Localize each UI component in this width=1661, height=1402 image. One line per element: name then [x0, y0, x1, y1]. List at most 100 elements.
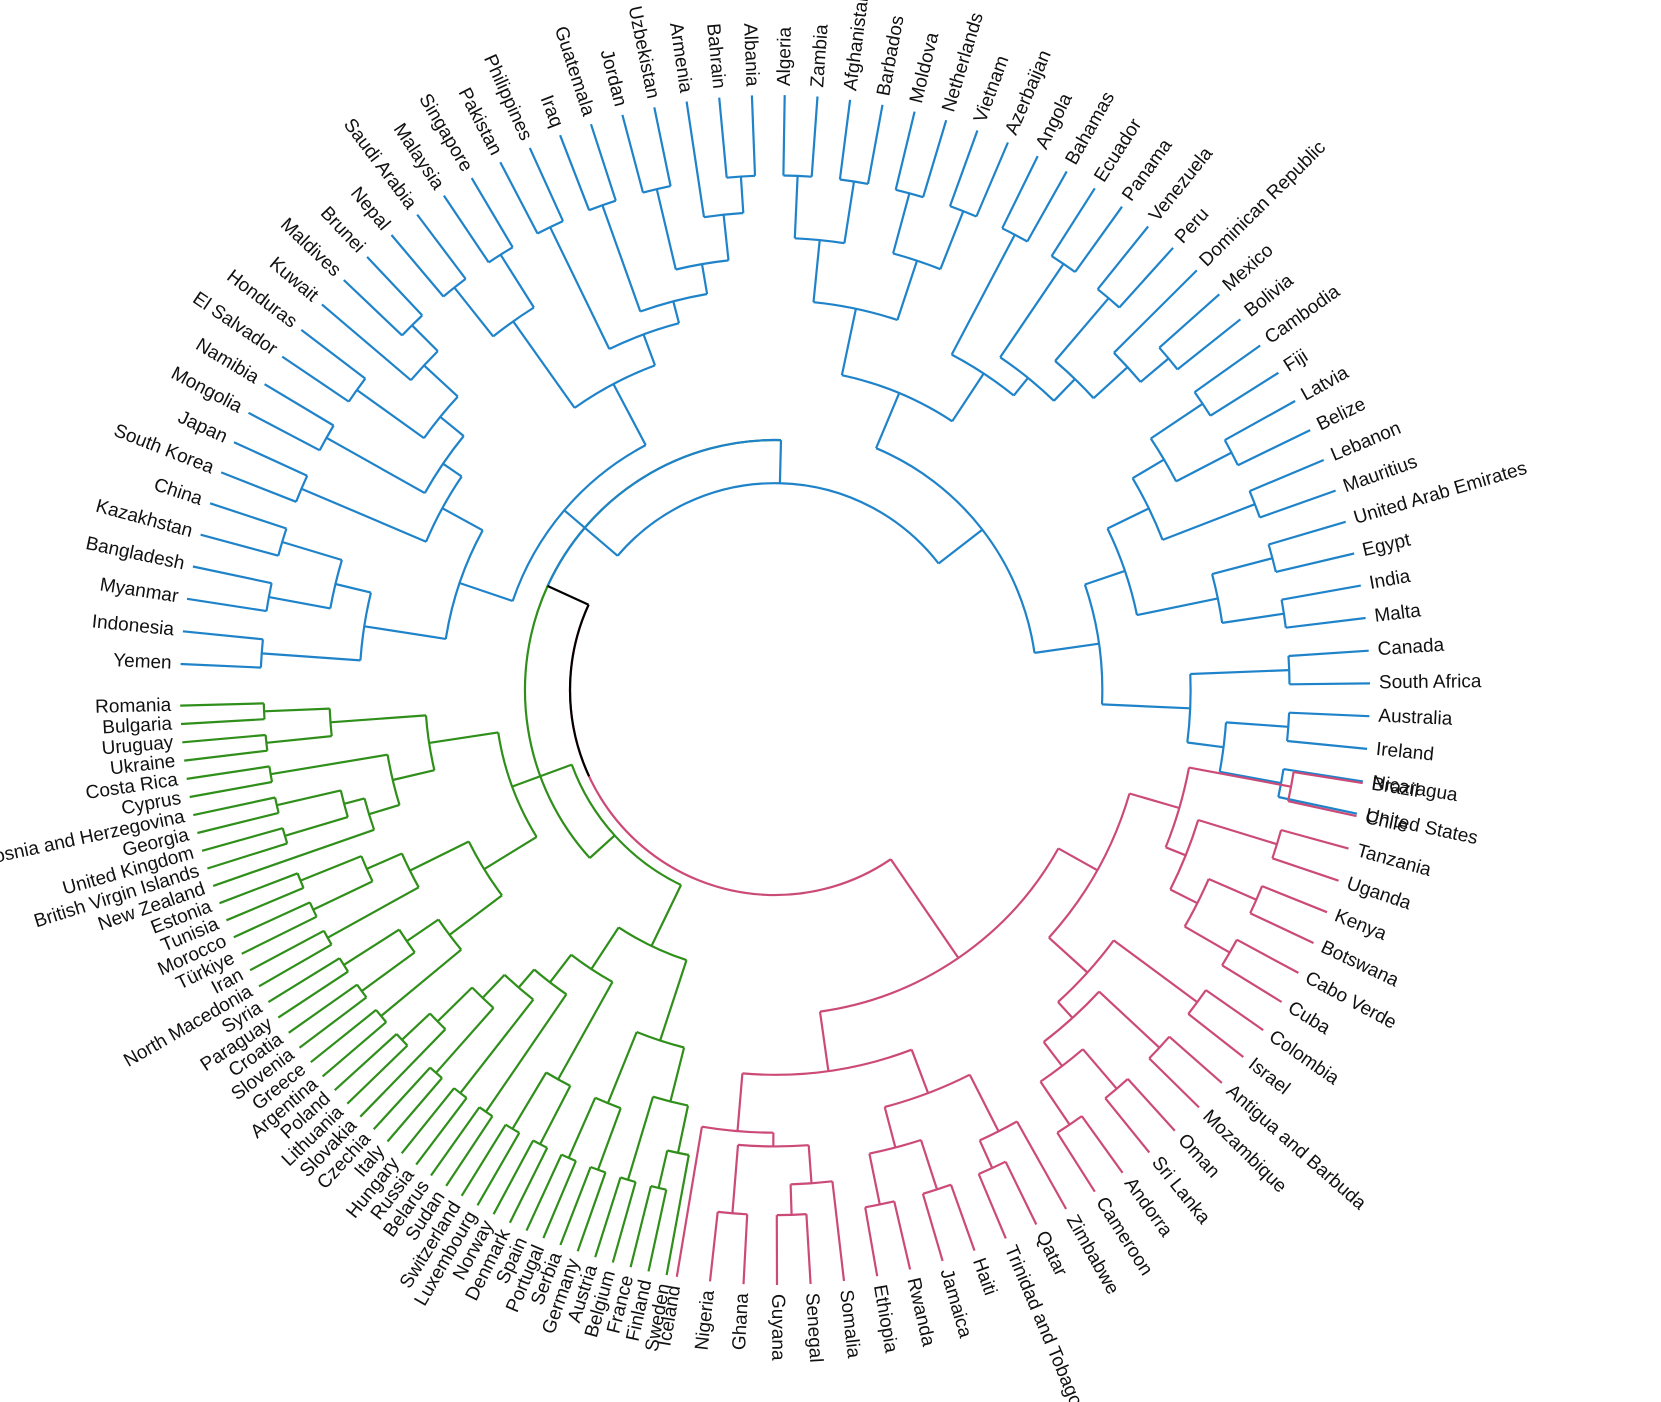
leaf-label: Algeria: [774, 26, 796, 86]
branch-segment: [401, 1012, 431, 1041]
branch-segment: [1113, 269, 1198, 354]
branch-segment: [612, 383, 647, 446]
branch-segment: [481, 974, 506, 999]
branch-segment: [567, 1097, 597, 1159]
branch-arc: [1211, 573, 1224, 624]
branch-segment: [1074, 206, 1123, 273]
branch-segment: [207, 842, 288, 870]
branch-segment: [977, 1173, 1007, 1239]
branch-segment: [1225, 721, 1289, 728]
branch-segment: [416, 213, 467, 280]
leaf-label: Bahrain: [702, 22, 729, 89]
branch-arc: [895, 188, 924, 199]
branch-segment: [1188, 766, 1292, 788]
branch-segment: [219, 872, 298, 905]
branch-arc: [737, 1143, 809, 1148]
branch-segment: [321, 1021, 387, 1078]
branch-segment: [650, 884, 682, 947]
branch-segment: [1286, 739, 1368, 750]
branch-segment: [428, 731, 499, 744]
branch-segment: [364, 625, 446, 640]
branch-segment: [1222, 612, 1285, 624]
branch-segment: [559, 1166, 592, 1246]
leaf-label: Egypt: [1360, 529, 1413, 561]
branch-segment: [896, 260, 919, 321]
branch-segment: [1208, 877, 1257, 901]
branch-segment: [647, 1189, 668, 1272]
branch-segment: [346, 1044, 409, 1105]
branch-segment: [406, 918, 440, 943]
branch-arc: [570, 764, 682, 886]
branch-segment: [1280, 828, 1349, 850]
leaf-label: Nigeria: [692, 1289, 719, 1352]
branch-segment: [233, 901, 311, 939]
branch-segment: [1080, 1115, 1124, 1174]
branch-segment: [423, 364, 459, 398]
leaf-label: Bulgaria: [102, 714, 173, 739]
branch-segment: [1039, 1080, 1071, 1126]
branch-segment: [1139, 357, 1170, 383]
branch-segment: [436, 986, 473, 1023]
branch-segment: [1190, 669, 1290, 676]
branch-segment: [281, 355, 350, 403]
branch-segment: [1281, 584, 1361, 601]
branch-arc: [265, 582, 273, 612]
branch-arc: [488, 246, 514, 264]
branch-arc: [703, 211, 744, 219]
branch-segment: [453, 286, 495, 338]
branch-segment: [442, 194, 490, 264]
branch-arc: [410, 350, 439, 381]
leaf-label: Tanzania: [1354, 840, 1433, 881]
branch-segment: [1113, 939, 1198, 1003]
branch-segment: [400, 1087, 455, 1154]
branch-segment: [366, 852, 403, 870]
branch-segment: [665, 1154, 690, 1276]
branch-segment: [1275, 552, 1355, 573]
branch-segment: [549, 226, 611, 350]
branch-segment: [1057, 1001, 1074, 1019]
branch-segment: [441, 507, 484, 532]
leaf-label: Afghanistan: [840, 0, 873, 92]
branch-segment: [868, 1153, 881, 1205]
branch-segment: [201, 827, 283, 852]
branch-segment: [1221, 964, 1283, 1003]
branch-segment: [298, 996, 368, 1049]
branch-segment: [549, 954, 573, 983]
leaf-label: Ireland: [1375, 739, 1435, 766]
branch-segment: [778, 440, 783, 484]
branch-segment: [1237, 429, 1311, 467]
leaf-label: Myanmar: [98, 574, 180, 607]
branch-segment: [270, 753, 388, 776]
branch-segment: [281, 540, 343, 562]
branch-arc: [523, 438, 782, 859]
leaf-label: Kenya: [1332, 905, 1390, 945]
branch-segment: [1107, 507, 1150, 530]
branch-segment: [366, 256, 424, 317]
branch-segment: [1048, 936, 1089, 974]
branch-arc: [717, 1210, 748, 1216]
leaf-label: Belize: [1314, 394, 1370, 435]
branch-segment: [261, 652, 361, 662]
branch-segment: [1084, 569, 1126, 586]
branch-segment: [264, 383, 335, 427]
branch-segment: [1136, 597, 1219, 617]
branch-segment: [805, 1214, 812, 1284]
branch-segment: [484, 993, 568, 1113]
branch-segment: [1184, 925, 1231, 954]
branch-segment: [810, 96, 819, 177]
branch-segment: [1162, 503, 1256, 541]
branch-segment: [563, 509, 619, 557]
branch-arc: [594, 1096, 622, 1110]
branch-segment: [1132, 458, 1165, 480]
branch-segment: [1288, 649, 1369, 658]
branch-segment: [838, 99, 852, 180]
branch-segment: [180, 702, 264, 707]
branch-segment: [343, 797, 365, 805]
branch-segment: [300, 329, 366, 380]
leaf-label: Fiji: [1280, 346, 1312, 377]
branch-segment: [708, 1211, 719, 1282]
leaf-label: Senegal: [801, 1292, 826, 1363]
branch-segment: [430, 1106, 481, 1177]
leaf-label: Ethiopia: [869, 1283, 902, 1355]
branch-segment: [1118, 247, 1174, 309]
